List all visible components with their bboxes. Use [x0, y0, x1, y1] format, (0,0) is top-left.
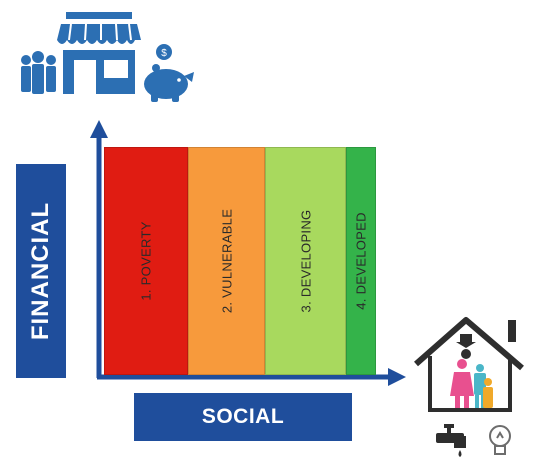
band-label-developed: 4. DEVELOPED [353, 212, 369, 310]
social-icons-group [414, 317, 524, 457]
band-vulnerable: 2. VULNERABLE [188, 147, 265, 375]
water-tap-icon [436, 424, 466, 457]
light-bulb-icon [489, 425, 511, 455]
people-group-icon [21, 51, 56, 94]
x-axis-label-box: SOCIAL [134, 393, 352, 441]
y-axis-arrow [90, 120, 108, 378]
band-label-poverty: 1. POVERTY [138, 221, 154, 301]
y-axis-label-box: FINANCIAL [16, 164, 66, 378]
svg-text:$: $ [161, 48, 167, 59]
band-poverty: 1. POVERTY [104, 147, 188, 375]
house-family-icon [414, 317, 524, 412]
band-developing: 3. DEVELOPING [265, 147, 346, 375]
piggy-bank-icon: $ [144, 44, 194, 102]
storefront-icon [57, 12, 141, 94]
financial-icons-group: $ [21, 12, 194, 102]
x-axis-label: SOCIAL [201, 405, 285, 428]
band-developed: 4. DEVELOPED [346, 147, 376, 375]
band-label-vulnerable: 2. VULNERABLE [219, 208, 234, 314]
y-axis-label: FINANCIAL [27, 201, 55, 341]
x-axis-arrow [97, 368, 406, 386]
band-label-developing: 3. DEVELOPING [298, 209, 313, 313]
